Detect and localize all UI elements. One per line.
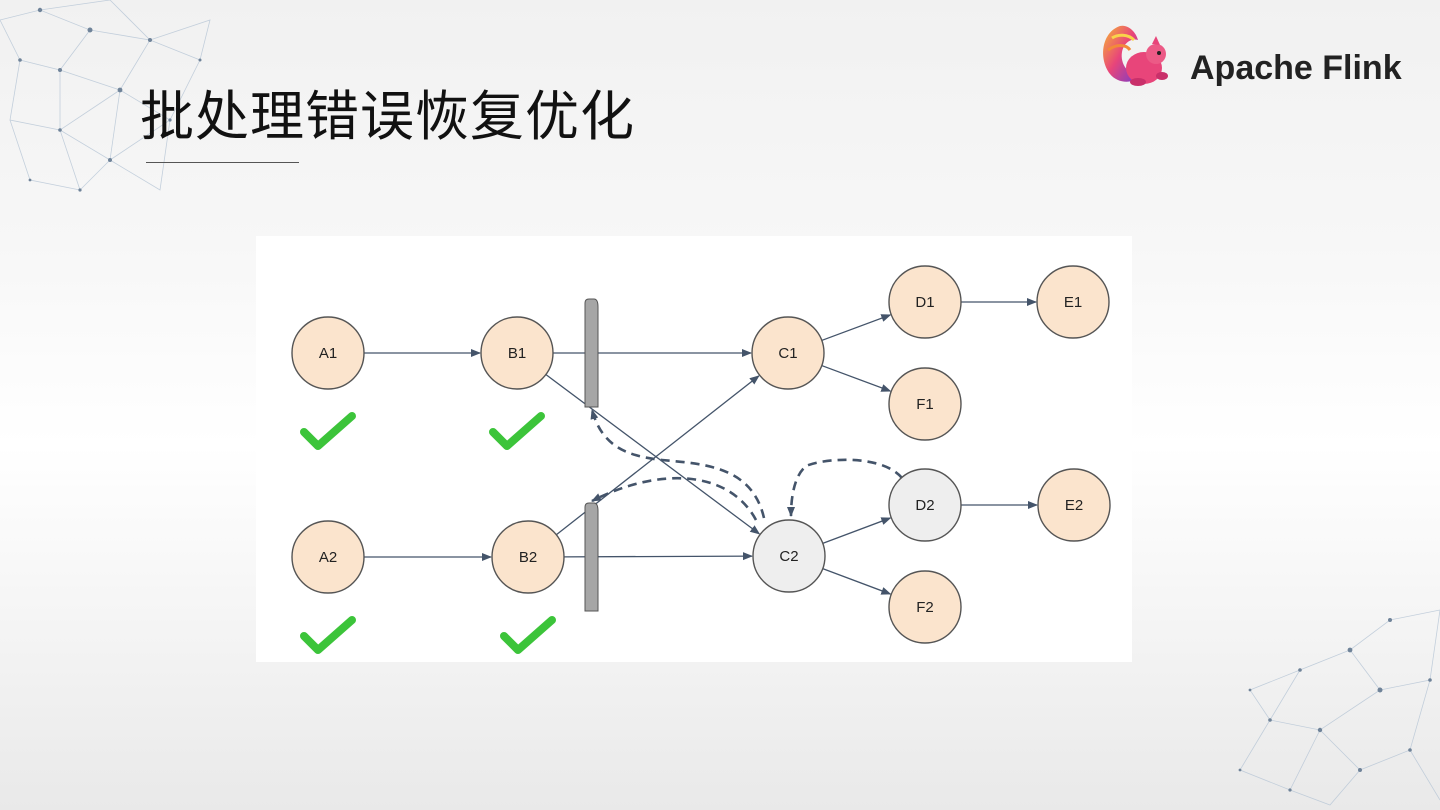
- flink-squirrel-icon: [1103, 25, 1168, 86]
- node-d1[interactable]: D1: [888, 265, 962, 339]
- node-circle: [491, 520, 565, 594]
- title-underline: [146, 162, 299, 163]
- check-icon-a2: [300, 616, 356, 654]
- check-icon-b2: [500, 616, 556, 654]
- result-partition-b1-result: [584, 298, 599, 408]
- node-circle: [291, 520, 365, 594]
- node-b2[interactable]: B2: [491, 520, 565, 594]
- edge-c2-to-d2: [822, 517, 892, 544]
- node-label: D1: [915, 294, 934, 311]
- node-label: D2: [915, 497, 934, 514]
- node-label: C2: [779, 548, 798, 565]
- page-title: 批处理错误恢复优化: [140, 85, 635, 148]
- node-a2[interactable]: A2: [291, 520, 365, 594]
- edge-d2-to-c2: [787, 458, 903, 517]
- node-b1[interactable]: B1: [480, 316, 554, 390]
- node-label: A1: [319, 345, 337, 362]
- brand-logo: Apache Flink: [1098, 18, 1418, 92]
- network-decoration-bottom-right: [1238, 609, 1440, 806]
- node-label: B2: [519, 549, 537, 566]
- brand-name: Apache Flink: [1190, 49, 1402, 87]
- edge-c2-to-b2-result: [591, 476, 758, 521]
- node-c1[interactable]: C1: [751, 316, 825, 390]
- check-icon-b1: [489, 412, 545, 450]
- node-f2[interactable]: F2: [888, 570, 962, 644]
- node-circle: [751, 316, 825, 390]
- node-circle: [888, 570, 962, 644]
- node-circle: [480, 316, 554, 390]
- node-circle: [291, 316, 365, 390]
- node-f1[interactable]: F1: [888, 367, 962, 441]
- node-circle: [888, 367, 962, 441]
- edge-c1-to-d1: [821, 314, 892, 342]
- edge-c2-to-b1-result: [590, 409, 766, 519]
- node-circle: [888, 468, 962, 542]
- node-label: A2: [319, 549, 337, 566]
- node-label: E2: [1065, 497, 1083, 514]
- edge-c1-to-f1: [821, 364, 892, 392]
- result-partition-b2-result: [584, 502, 599, 612]
- node-circle: [1036, 265, 1110, 339]
- node-label: F2: [916, 599, 934, 616]
- node-label: B1: [508, 345, 526, 362]
- node-c2[interactable]: C2: [752, 519, 826, 593]
- node-e2[interactable]: E2: [1037, 468, 1111, 542]
- network-decoration-top-left: [0, 0, 211, 192]
- node-e1[interactable]: E1: [1036, 265, 1110, 339]
- node-label: F1: [916, 396, 934, 413]
- node-circle: [1037, 468, 1111, 542]
- node-a1[interactable]: A1: [291, 316, 365, 390]
- node-circle: [752, 519, 826, 593]
- node-d2[interactable]: D2: [888, 468, 962, 542]
- node-circle: [888, 265, 962, 339]
- edge-b1-to-c2: [545, 374, 761, 535]
- node-label: C1: [778, 345, 797, 362]
- edge-c2-to-f2: [822, 568, 892, 595]
- node-label: E1: [1064, 294, 1082, 311]
- check-icon-a1: [300, 412, 356, 450]
